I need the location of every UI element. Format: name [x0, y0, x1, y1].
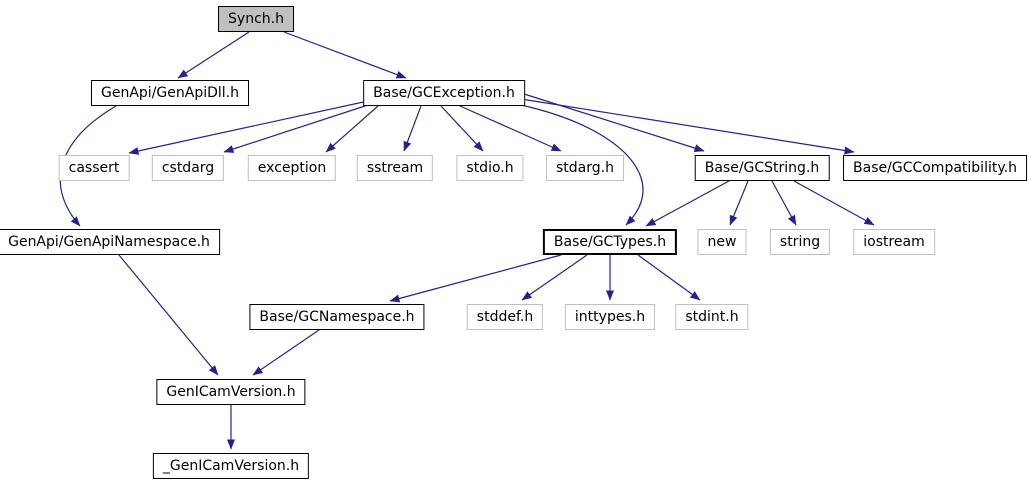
node-gcstring-h[interactable]: Base/GCString.h [694, 155, 830, 181]
edge-gcexception-h-to-gctypes-h [520, 104, 644, 226]
node-iostream: iostream [853, 229, 935, 255]
edge-gctypes-h-to-stdint-h [637, 254, 701, 301]
edge-gcexception-h-to-stdarg-h [459, 105, 562, 152]
edge-gcexception-h-to-stdio-h [440, 105, 484, 152]
edge-gctypes-h-to-stddef-h [521, 254, 588, 301]
node-genapinamespace-h[interactable]: GenApi/GenApiNamespace.h [0, 229, 220, 255]
node-stdint-h: stdint.h [675, 304, 749, 330]
edge-gcexception-h-to-gcstring-h [520, 92, 705, 152]
edge-gctypes-h-to-gcnamespace-h [389, 254, 562, 303]
node-_genicamversion-h[interactable]: _GenICamVersion.h [152, 453, 310, 479]
edge-synch-h-to-genapidll-h [177, 31, 250, 79]
edge-gcexception-h-to-cstdarg [223, 104, 369, 153]
edge-gcstring-h-to-new [729, 180, 749, 226]
node-cassert: cassert [58, 155, 130, 181]
node-gcnamespace-h[interactable]: Base/GCNamespace.h [249, 304, 425, 330]
edge-gcnamespace-h-to-genicamversion-h [252, 329, 320, 376]
node-genapidll-h[interactable]: GenApi/GenApiDll.h [91, 80, 249, 106]
edge-gcstring-h-to-iostream [793, 180, 875, 226]
edge-gcexception-h-to-exception [325, 105, 379, 153]
node-gcexception-h[interactable]: Base/GCException.h [363, 80, 525, 106]
node-inttypes-h: inttypes.h [564, 304, 656, 330]
node-synch-h: Synch.h [218, 6, 294, 32]
node-new: new [697, 229, 747, 255]
node-sstream: sstream [356, 155, 434, 181]
node-string: string [769, 229, 831, 255]
node-gctypes-h[interactable]: Base/GCTypes.h [542, 229, 678, 255]
edge-synch-h-to-gcexception-h [283, 31, 407, 79]
node-stdarg-h: stdarg.h [546, 155, 624, 181]
node-stddef-h: stddef.h [466, 304, 544, 330]
edge-gcexception-h-to-sstream [403, 105, 422, 152]
edge-gcstring-h-to-gctypes-h [645, 180, 730, 227]
node-cstdarg: cstdarg [151, 155, 225, 181]
edge-gcstring-h-to-string [771, 180, 797, 226]
node-exception: exception [247, 155, 337, 181]
node-gccompatibility-h[interactable]: Base/GCCompatibility.h [843, 155, 1027, 181]
node-genicamversion-h[interactable]: GenICamVersion.h [156, 379, 306, 405]
edge-genapinamespace-h-to-genicamversion-h [118, 254, 219, 376]
edge-gcexception-h-to-gccompatibility-h [520, 98, 855, 155]
edge-gcexception-h-to-cassert [128, 100, 369, 155]
node-stdio-h: stdio.h [456, 155, 524, 181]
